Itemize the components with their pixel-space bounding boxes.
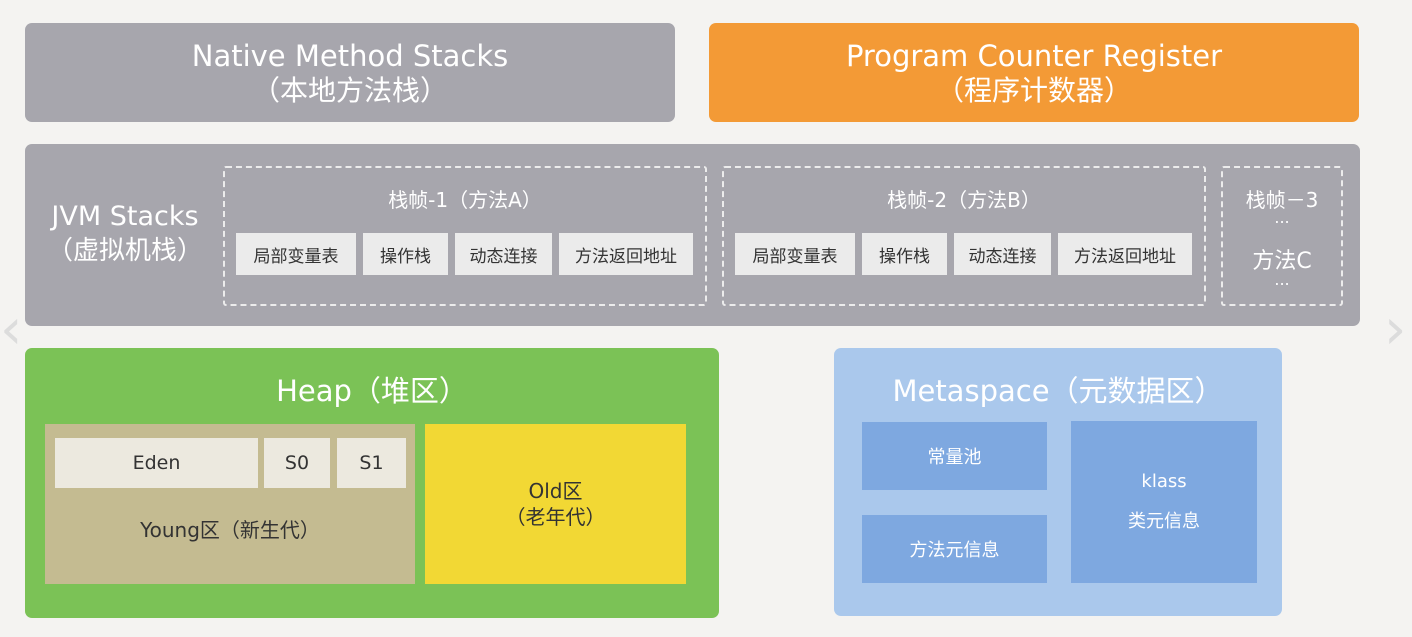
- stack-frame-3-method: 方法C: [1252, 249, 1312, 274]
- survivor-s0-cell: S0: [264, 438, 330, 488]
- native-method-stacks-box: Native Method Stacks （本地方法栈）: [25, 23, 675, 122]
- local-variable-table-cell: 局部变量表: [236, 233, 356, 275]
- jvm-stacks-title-group: JVM Stacks （虚拟机栈）: [30, 200, 220, 268]
- program-counter-register-box: Program Counter Register （程序计数器）: [709, 23, 1359, 122]
- heap-title: Heap（堆区）: [276, 374, 468, 408]
- constant-pool-cell: 常量池: [862, 422, 1047, 490]
- native-method-stacks-subtitle: （本地方法栈）: [251, 73, 448, 107]
- stack-frame-1: 栈帧-1（方法A） 局部变量表 操作栈 动态连接 方法返回地址: [223, 166, 707, 306]
- old-generation-box: Old区 （老年代）: [425, 424, 686, 584]
- native-method-stacks-title: Native Method Stacks: [191, 38, 509, 73]
- stack-frame-2-title: 栈帧-2（方法B）: [887, 188, 1041, 212]
- chevron-right-icon[interactable]: ›: [1384, 297, 1407, 362]
- survivor-s1-cell: S1: [337, 438, 406, 488]
- metaspace-title: Metaspace（元数据区）: [892, 374, 1224, 408]
- method-info-label: 方法元信息: [909, 540, 1000, 561]
- jvm-stacks-title: JVM Stacks: [51, 201, 199, 232]
- stack-frame-2: 栈帧-2（方法B） 局部变量表 操作栈 动态连接 方法返回地址: [722, 166, 1206, 306]
- dynamic-linking-cell: 动态连接: [455, 233, 552, 275]
- stack-frame-3: 栈帧－3 ... 方法C ...: [1221, 166, 1343, 306]
- young-generation-label: Young区（新生代）: [140, 518, 320, 542]
- jvm-stacks-subtitle: （虚拟机栈）: [46, 236, 203, 266]
- method-info-cell: 方法元信息: [862, 515, 1047, 583]
- chevron-left-icon[interactable]: ‹: [0, 297, 23, 362]
- constant-pool-label: 常量池: [927, 447, 982, 468]
- program-counter-register-subtitle: （程序计数器）: [935, 73, 1132, 107]
- klass-info-label: 类元信息: [1128, 511, 1200, 532]
- old-generation-sublabel: （老年代）: [505, 505, 606, 529]
- stack-frame-3-title: 栈帧－3: [1245, 188, 1319, 212]
- old-generation-label: Old区: [528, 479, 583, 503]
- ellipsis-top: ...: [1274, 208, 1290, 227]
- klass-label: klass: [1141, 471, 1187, 492]
- stack-frame-1-title: 栈帧-1（方法A）: [388, 188, 542, 212]
- ellipsis-bottom: ...: [1274, 270, 1290, 289]
- operand-stack-cell: 操作栈: [363, 233, 448, 275]
- program-counter-register-title: Program Counter Register: [845, 38, 1223, 73]
- operand-stack-cell: 操作栈: [862, 233, 947, 275]
- return-address-cell: 方法返回地址: [559, 233, 693, 275]
- klass-cell: klass 类元信息: [1071, 421, 1257, 583]
- dynamic-linking-cell: 动态连接: [954, 233, 1051, 275]
- local-variable-table-cell: 局部变量表: [735, 233, 855, 275]
- return-address-cell: 方法返回地址: [1058, 233, 1192, 275]
- eden-cell: Eden: [55, 438, 258, 488]
